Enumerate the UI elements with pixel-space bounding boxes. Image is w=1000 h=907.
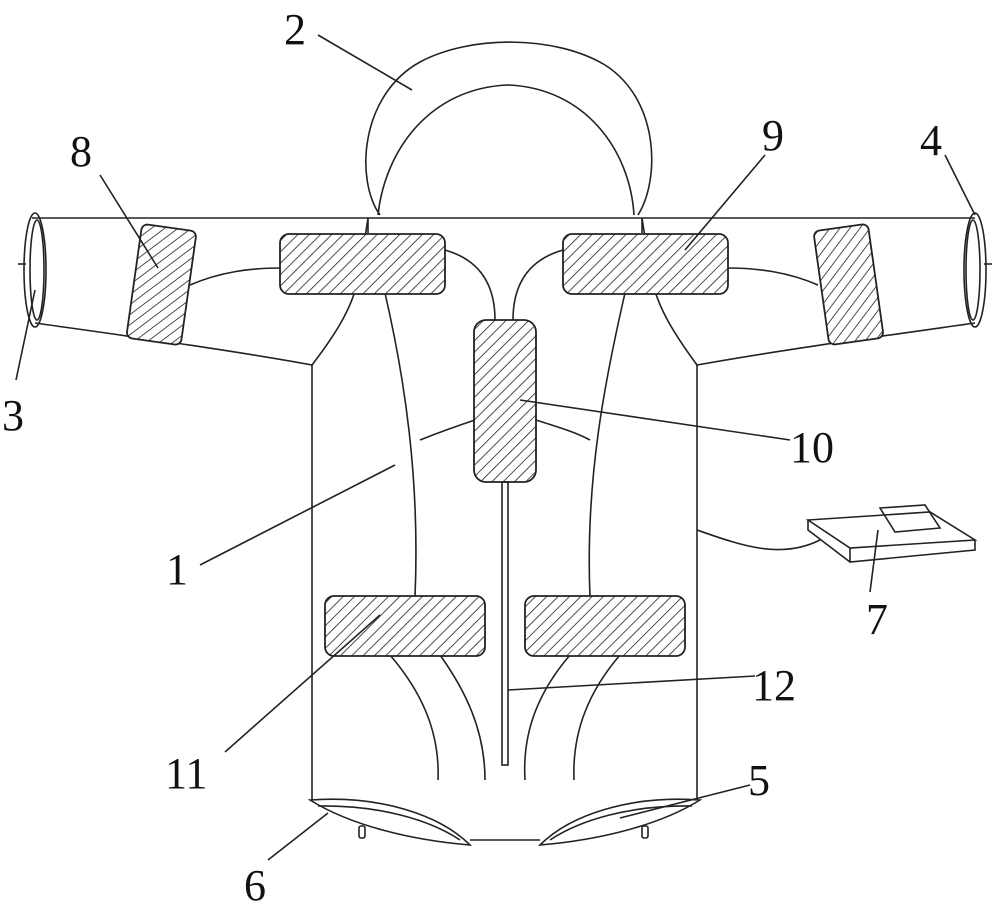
label-1: 1	[166, 545, 188, 594]
heating-pads	[126, 223, 884, 657]
center-strip	[501, 481, 509, 766]
controller-device	[805, 504, 978, 563]
label-5: 5	[748, 756, 770, 805]
label-9: 9	[762, 111, 784, 160]
right-cuff	[963, 212, 992, 328]
reference-labels: 1 2 3 4 5 6 7 8 9 10 11 12	[2, 5, 942, 907]
label-6: 6	[244, 861, 266, 907]
wires	[189, 249, 821, 781]
left-hem-pocket	[307, 798, 473, 846]
right-hem-pocket	[537, 798, 703, 846]
label-2: 2	[284, 5, 306, 54]
pad-left-sleeve	[126, 223, 197, 346]
pad-right-sleeve	[813, 223, 884, 346]
pad-right-lower	[524, 595, 686, 657]
leader-lines	[15, 34, 976, 861]
pad-left-shoulder	[279, 233, 446, 295]
hood	[365, 41, 653, 216]
label-10: 10	[790, 423, 834, 472]
label-11: 11	[165, 749, 207, 798]
label-8: 8	[70, 127, 92, 176]
pad-right-shoulder	[562, 233, 729, 295]
label-12: 12	[752, 661, 796, 710]
pad-left-lower	[324, 595, 486, 657]
label-7: 7	[866, 595, 888, 644]
garment-body	[32, 217, 976, 841]
label-3: 3	[2, 391, 24, 440]
label-4: 4	[920, 116, 942, 165]
left-cuff	[18, 212, 47, 328]
